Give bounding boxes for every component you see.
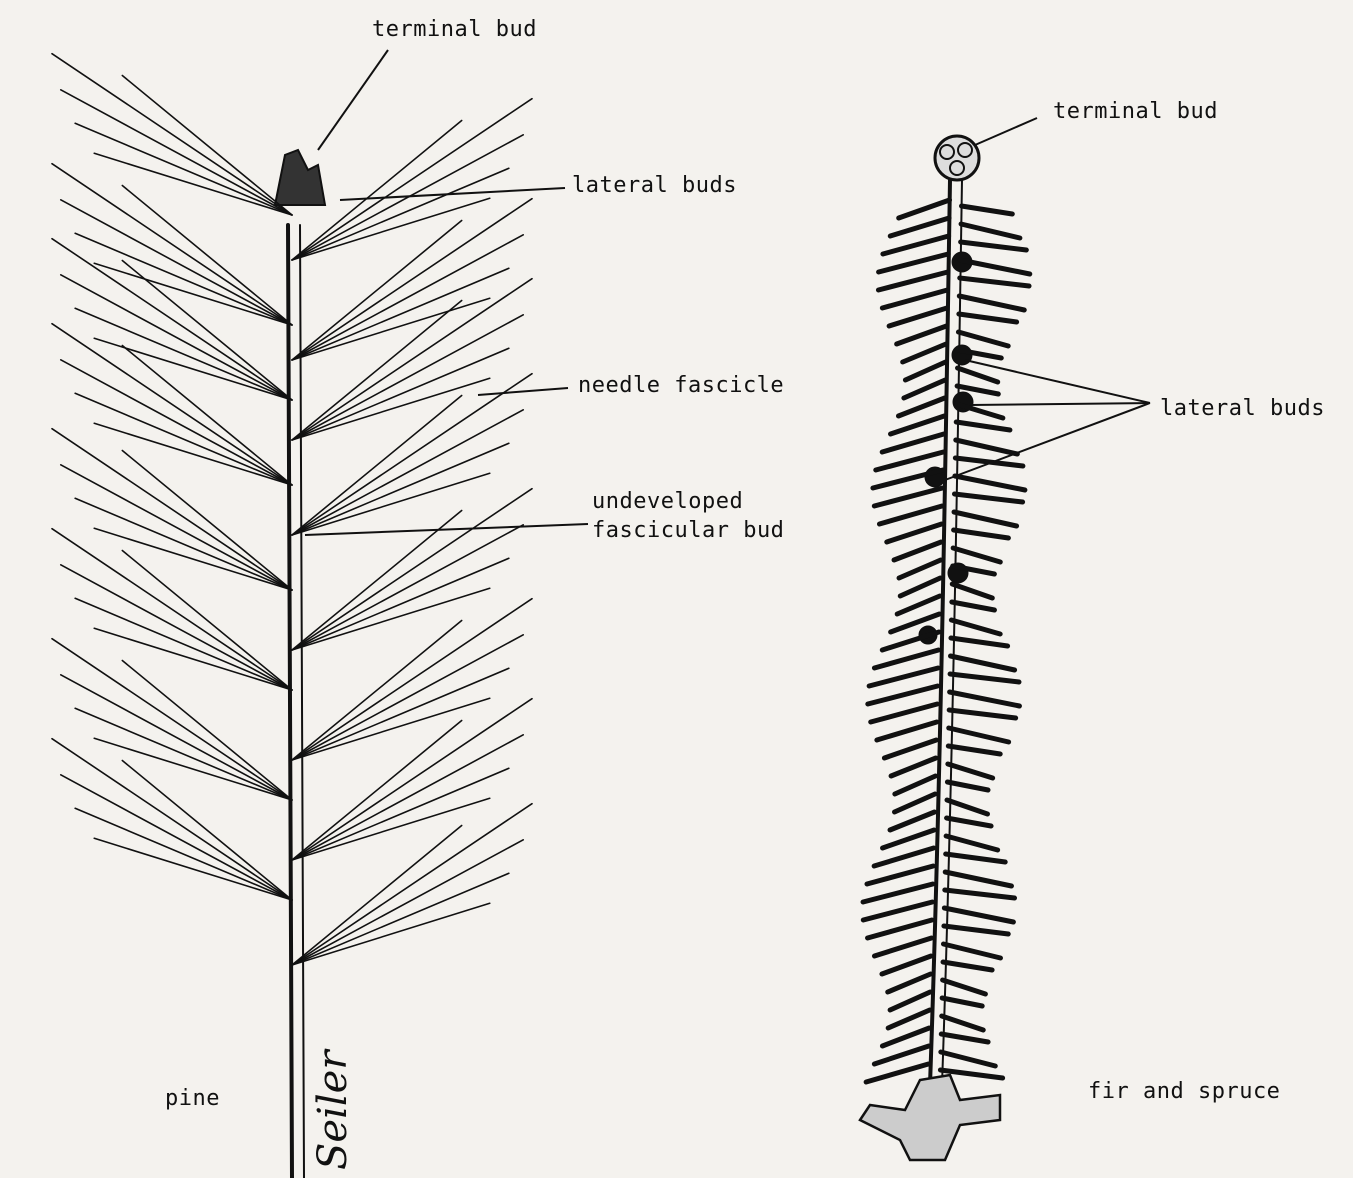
leader-lines <box>305 50 1150 535</box>
leader-pine-lateral-buds <box>340 188 565 200</box>
pine-branch-drawing <box>52 54 532 1178</box>
leader-fir-terminal-bud <box>975 118 1037 145</box>
leader-undeveloped-bud <box>305 524 588 535</box>
label-pine-caption: pine <box>165 1085 220 1113</box>
label-pine-lateral-buds: lateral buds <box>572 172 737 200</box>
leader-fir-lateral-buds-3 <box>945 403 1150 480</box>
label-undeveloped-line2: fascicular bud <box>592 517 784 545</box>
label-needle-fascicle: needle fascicle <box>578 372 784 400</box>
leader-needle-fascicle <box>478 388 568 395</box>
label-fir-lateral-buds: lateral buds <box>1160 395 1325 423</box>
label-pine-terminal-bud: terminal bud <box>372 16 537 44</box>
pine-terminal-bud <box>275 150 325 205</box>
label-fir-caption: fir and spruce <box>1088 1078 1280 1106</box>
fir-branch-drawing <box>860 136 1030 1160</box>
leader-fir-lateral-buds-2 <box>970 403 1150 405</box>
leader-pine-terminal-bud <box>318 50 388 150</box>
artist-signature: Seiler <box>310 1051 356 1170</box>
pine-stem-outline <box>300 225 304 1178</box>
label-fir-terminal-bud: terminal bud <box>1053 98 1218 126</box>
fir-terminal-bud <box>935 136 979 180</box>
label-undeveloped-line1: undeveloped <box>592 488 743 516</box>
pine-stem <box>288 225 292 1178</box>
fir-base <box>860 1075 1000 1160</box>
